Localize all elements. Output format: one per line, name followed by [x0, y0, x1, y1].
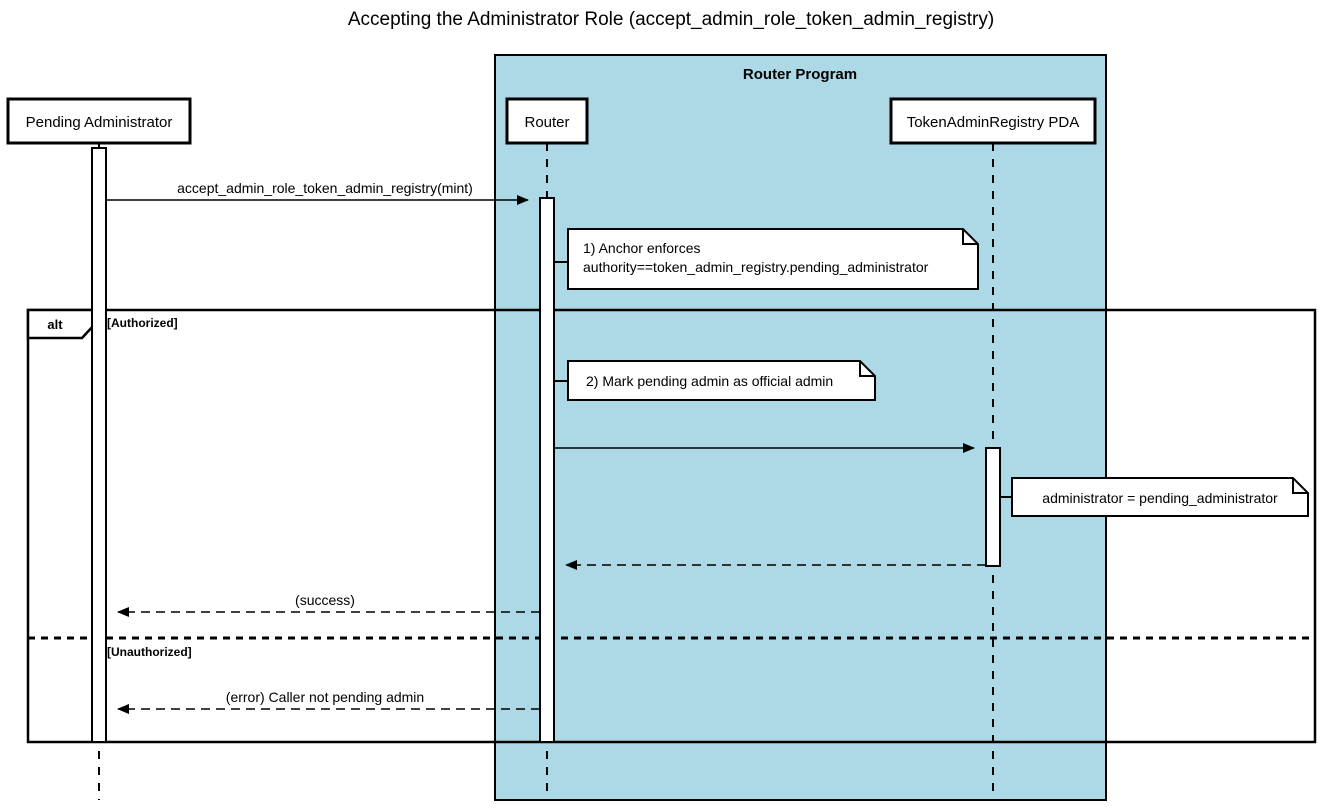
message-accept-admin-role-label: accept_admin_role_token_admin_registry(m… — [177, 180, 473, 196]
note-anchor-enforces: 1) Anchor enforces authority==token_admi… — [554, 228, 979, 290]
note-mark-pending-admin-line-1: 2) Mark pending admin as official admin — [586, 373, 833, 389]
message-success: (success) — [117, 592, 540, 617]
note-administrator-assignment: administrator = pending_administrator — [1000, 477, 1309, 517]
note-anchor-enforces-body — [567, 228, 979, 290]
participant-token-admin-registry-pda-box[interactable] — [889, 97, 1097, 145]
message-success-label: (success) — [295, 592, 355, 608]
alt-fragment: alt [Authorized] [Unauthorized] — [26, 308, 1317, 744]
alt-fragment-operator-tab — [26, 308, 97, 340]
page-title: Accepting the Administrator Role (accept… — [348, 9, 994, 30]
activation-bar-token-admin-registry-pda — [985, 447, 1001, 567]
note-anchor-enforces-line-2: authority==token_admin_registry.pending_… — [583, 259, 929, 275]
participant-router[interactable]: Router — [505, 97, 589, 145]
participant-pending-administrator[interactable]: Pending Administrator — [6, 97, 192, 145]
note-mark-pending-admin: 2) Mark pending admin as official admin — [554, 360, 876, 401]
activation-bar-router — [539, 197, 555, 743]
note-administrator-assignment-fold — [1292, 478, 1308, 494]
note-administrator-assignment-body — [1011, 477, 1309, 517]
participant-router-label: Router — [524, 114, 569, 131]
note-mark-pending-admin-body — [567, 360, 876, 401]
group-router-program-label: Router Program — [743, 66, 857, 83]
activation-bar-pending-administrator — [91, 147, 107, 743]
message-accept-admin-role: accept_admin_role_token_admin_registry(m… — [106, 180, 529, 205]
note-anchor-enforces-fold — [962, 229, 978, 245]
alt-branch-guard-unauthorized: [Unauthorized] — [107, 645, 192, 659]
note-administrator-assignment-line-1: administrator = pending_administrator — [1042, 490, 1278, 506]
participant-token-admin-registry-pda-label: TokenAdminRegistry PDA — [907, 114, 1080, 131]
alt-fragment-operator-label: alt — [47, 317, 63, 332]
participant-pending-administrator-box[interactable] — [6, 97, 192, 145]
message-error-label: (error) Caller not pending admin — [226, 689, 424, 705]
participant-router-box[interactable] — [505, 97, 589, 145]
alt-fragment-frame — [26, 308, 1317, 744]
alt-branch-guard-authorized: [Authorized] — [107, 316, 178, 330]
note-anchor-enforces-line-1: 1) Anchor enforces — [583, 240, 701, 256]
participant-token-admin-registry-pda[interactable]: TokenAdminRegistry PDA — [889, 97, 1097, 145]
group-router-program: Router Program — [494, 54, 1107, 801]
participant-pending-administrator-label: Pending Administrator — [26, 114, 173, 131]
note-mark-pending-admin-fold — [859, 361, 875, 377]
group-router-program-body — [494, 54, 1107, 801]
message-error: (error) Caller not pending admin — [117, 689, 540, 714]
